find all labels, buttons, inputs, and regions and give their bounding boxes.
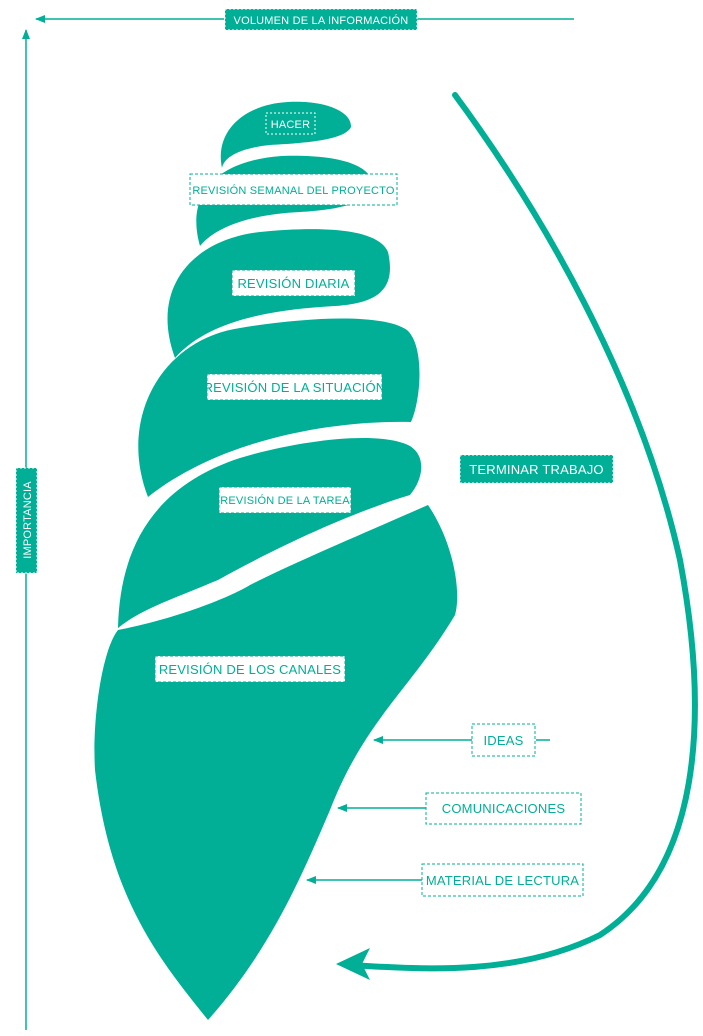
shell-whorl-1 <box>220 101 352 168</box>
ideas-label: IDEAS <box>483 733 523 748</box>
input-ideas: IDEAS <box>373 723 550 757</box>
left-axis-label: IMPORTANCIA <box>22 481 34 559</box>
comunicaciones-label: COMUNICACIONES <box>442 801 566 816</box>
return-arc-arrowhead <box>336 948 370 980</box>
terminar-trabajo-label: TERMINAR TRABAJO <box>469 462 603 477</box>
shell <box>94 101 458 1020</box>
left-axis: IMPORTANCIA <box>15 29 38 1030</box>
material-lectura-box <box>421 863 584 897</box>
label-box-revision-diaria <box>231 269 356 297</box>
left-axis-label-box <box>15 467 38 574</box>
label-revision-canales: REVISIÓN DE LOS CANALES <box>159 662 341 677</box>
label-box-revision-semanal <box>189 173 398 206</box>
terminar-trabajo: TERMINAR TRABAJO <box>459 454 614 484</box>
label-box-hacer <box>265 112 316 135</box>
top-axis: VOLUMEN DE LA INFORMACIÓN <box>35 8 574 31</box>
comunicaciones-box <box>425 792 582 825</box>
label-revision-diaria: REVISIÓN DIARIA <box>237 276 349 291</box>
shell-labels: HACER REVISIÓN SEMANAL DEL PROYECTO REVI… <box>154 112 398 683</box>
terminar-trabajo-arc <box>336 92 698 980</box>
label-revision-tarea: REVISIÓN DE LA TAREA <box>220 494 350 507</box>
shell-whorl-6 <box>94 505 458 1020</box>
label-box-revision-canales <box>154 655 346 683</box>
label-revision-situacion: REVISIÓN DE LA SITUACIÓN <box>204 380 386 395</box>
top-axis-label: VOLUMEN DE LA INFORMACIÓN <box>234 14 409 27</box>
terminar-trabajo-box <box>459 454 614 484</box>
return-arc <box>347 92 698 972</box>
label-box-revision-tarea <box>218 486 352 514</box>
label-revision-semanal: REVISIÓN SEMANAL DEL PROYECTO <box>192 184 394 197</box>
label-box-revision-situacion <box>206 373 383 401</box>
input-material-lectura: MATERIAL DE LECTURA <box>306 863 584 897</box>
material-lectura-label: MATERIAL DE LECTURA <box>426 873 579 888</box>
shell-whorl-5 <box>118 437 422 628</box>
ideas-box <box>471 723 536 757</box>
shell-whorl-4 <box>138 318 420 497</box>
top-axis-label-box <box>224 8 418 31</box>
label-hacer: HACER <box>271 119 311 131</box>
input-comunicaciones: COMUNICACIONES <box>337 792 582 825</box>
